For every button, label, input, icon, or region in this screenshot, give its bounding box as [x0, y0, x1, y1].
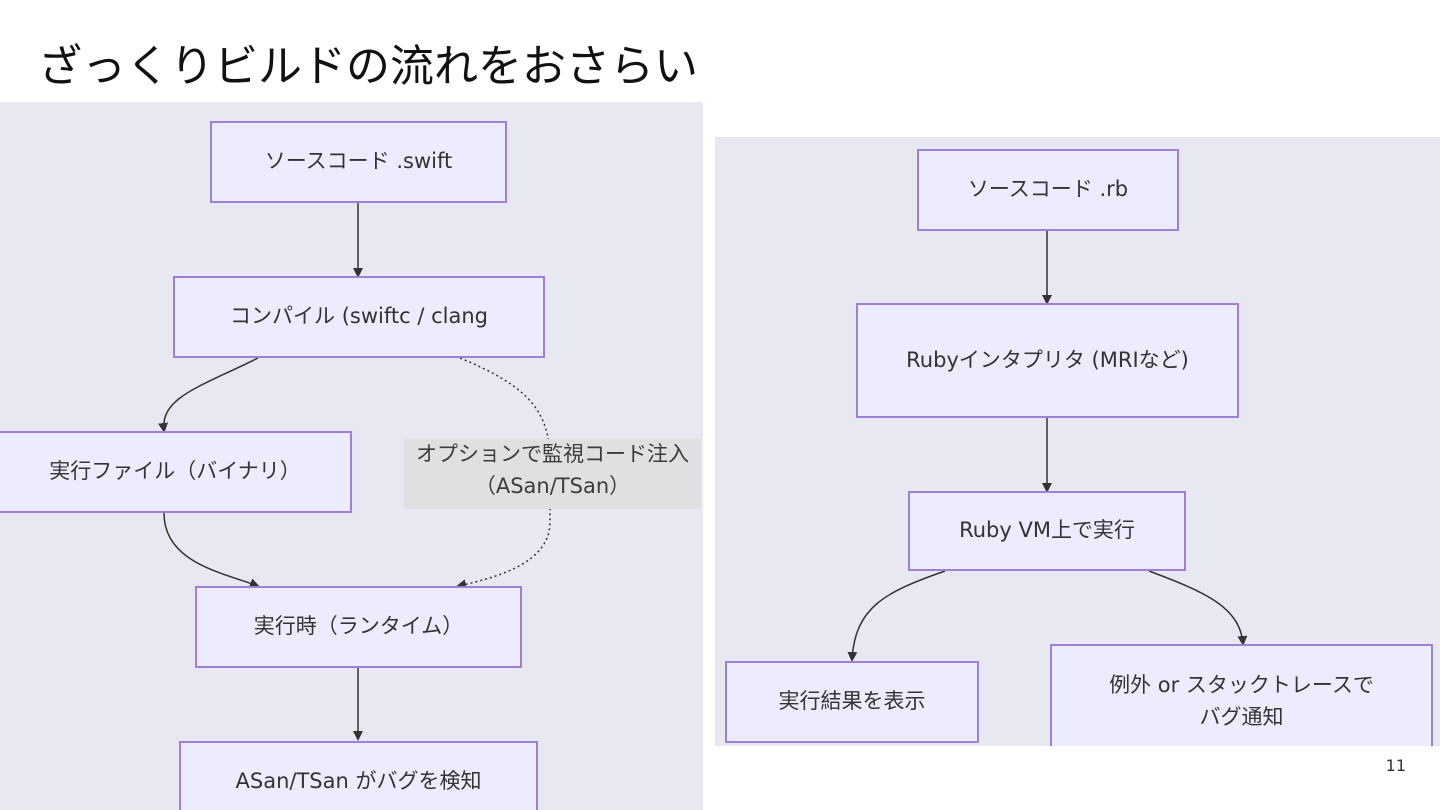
node-detect: ASan/TSan がバグを検知 [179, 741, 538, 810]
node-vm: Ruby VM上で実行 [908, 491, 1186, 571]
node-swift-source: ソースコード .swift [210, 121, 507, 203]
node-compile-label: コンパイル (swiftc / clang [230, 304, 488, 329]
node-result-label: 実行結果を表示 [778, 689, 926, 714]
edge-vm-to-result [847, 570, 946, 662]
node-rb-source-label: ソースコード .rb [967, 177, 1129, 202]
edge-binary-to-runtime [163, 512, 260, 588]
edge-vm-to-exception [1148, 570, 1248, 646]
node-compile: コンパイル (swiftc / clang [173, 276, 545, 358]
node-vm-label: Ruby VM上で実行 [959, 518, 1135, 543]
edge-label-instrumentation-text: オプションで監視コード注入（ASan/TSan） [416, 442, 689, 498]
node-detect-label: ASan/TSan がバグを検知 [235, 769, 482, 794]
ruby-flow-diagram: ソースコード .rb Rubyインタプリタ (MRIなど) Ruby VM上で実… [715, 137, 1440, 746]
swift-flow-edges [158, 203, 551, 741]
swift-flow-diagram: ソースコード .swift コンパイル (swiftc / clang 実行ファ… [0, 102, 703, 810]
node-swift-source-label: ソースコード .swift [264, 149, 453, 174]
node-exception-label: 例外 or スタックトレースでバグ通知 [1109, 673, 1374, 729]
node-runtime-label: 実行時（ランタイム） [253, 614, 464, 639]
edge-compile-to-runtime-dotted [456, 357, 551, 590]
node-binary-label: 実行ファイル（バイナリ） [49, 459, 301, 484]
node-result: 実行結果を表示 [725, 661, 979, 743]
node-rb-source: ソースコード .rb [917, 149, 1179, 231]
node-runtime: 実行時（ランタイム） [195, 586, 522, 668]
edge-compile-to-binary [158, 357, 259, 433]
slide-title: ざっくりビルドの流れをおさらい [38, 41, 698, 92]
ruby-flow-edges [847, 231, 1248, 662]
node-interpreter: Rubyインタプリタ (MRIなど) [856, 303, 1239, 418]
edge-label-instrumentation: オプションで監視コード注入（ASan/TSan） [404, 439, 701, 509]
node-exception: 例外 or スタックトレースでバグ通知 [1050, 644, 1433, 746]
page-number: 11 [1385, 756, 1406, 775]
node-interpreter-label: Rubyインタプリタ (MRIなど) [906, 347, 1189, 372]
node-binary: 実行ファイル（バイナリ） [0, 431, 352, 513]
